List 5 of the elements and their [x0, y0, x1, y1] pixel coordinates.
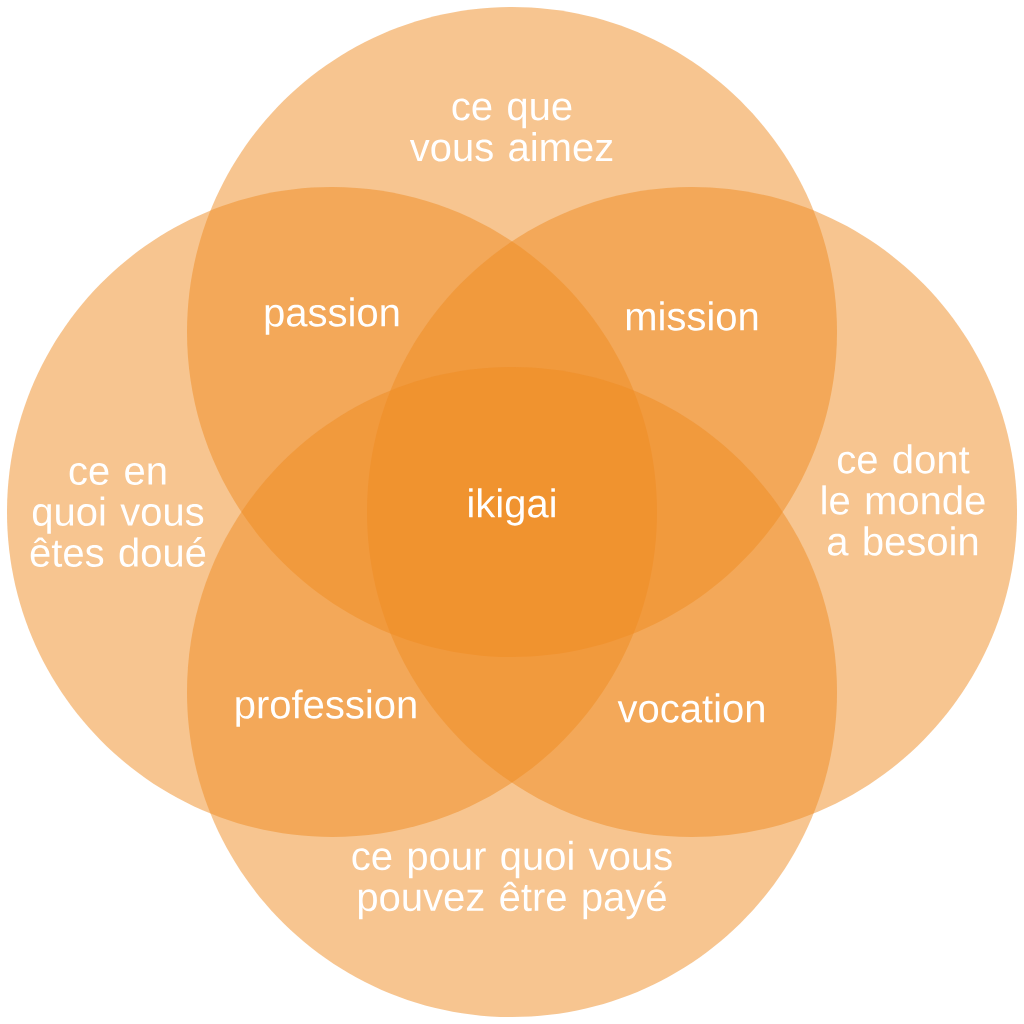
overlap-label: ikigai — [469, 488, 555, 526]
overlap-label: vocation — [617, 693, 764, 723]
overlap-label: profession — [236, 689, 416, 727]
overlap-label: mission — [626, 301, 758, 331]
overlap-label: passion — [265, 297, 399, 335]
